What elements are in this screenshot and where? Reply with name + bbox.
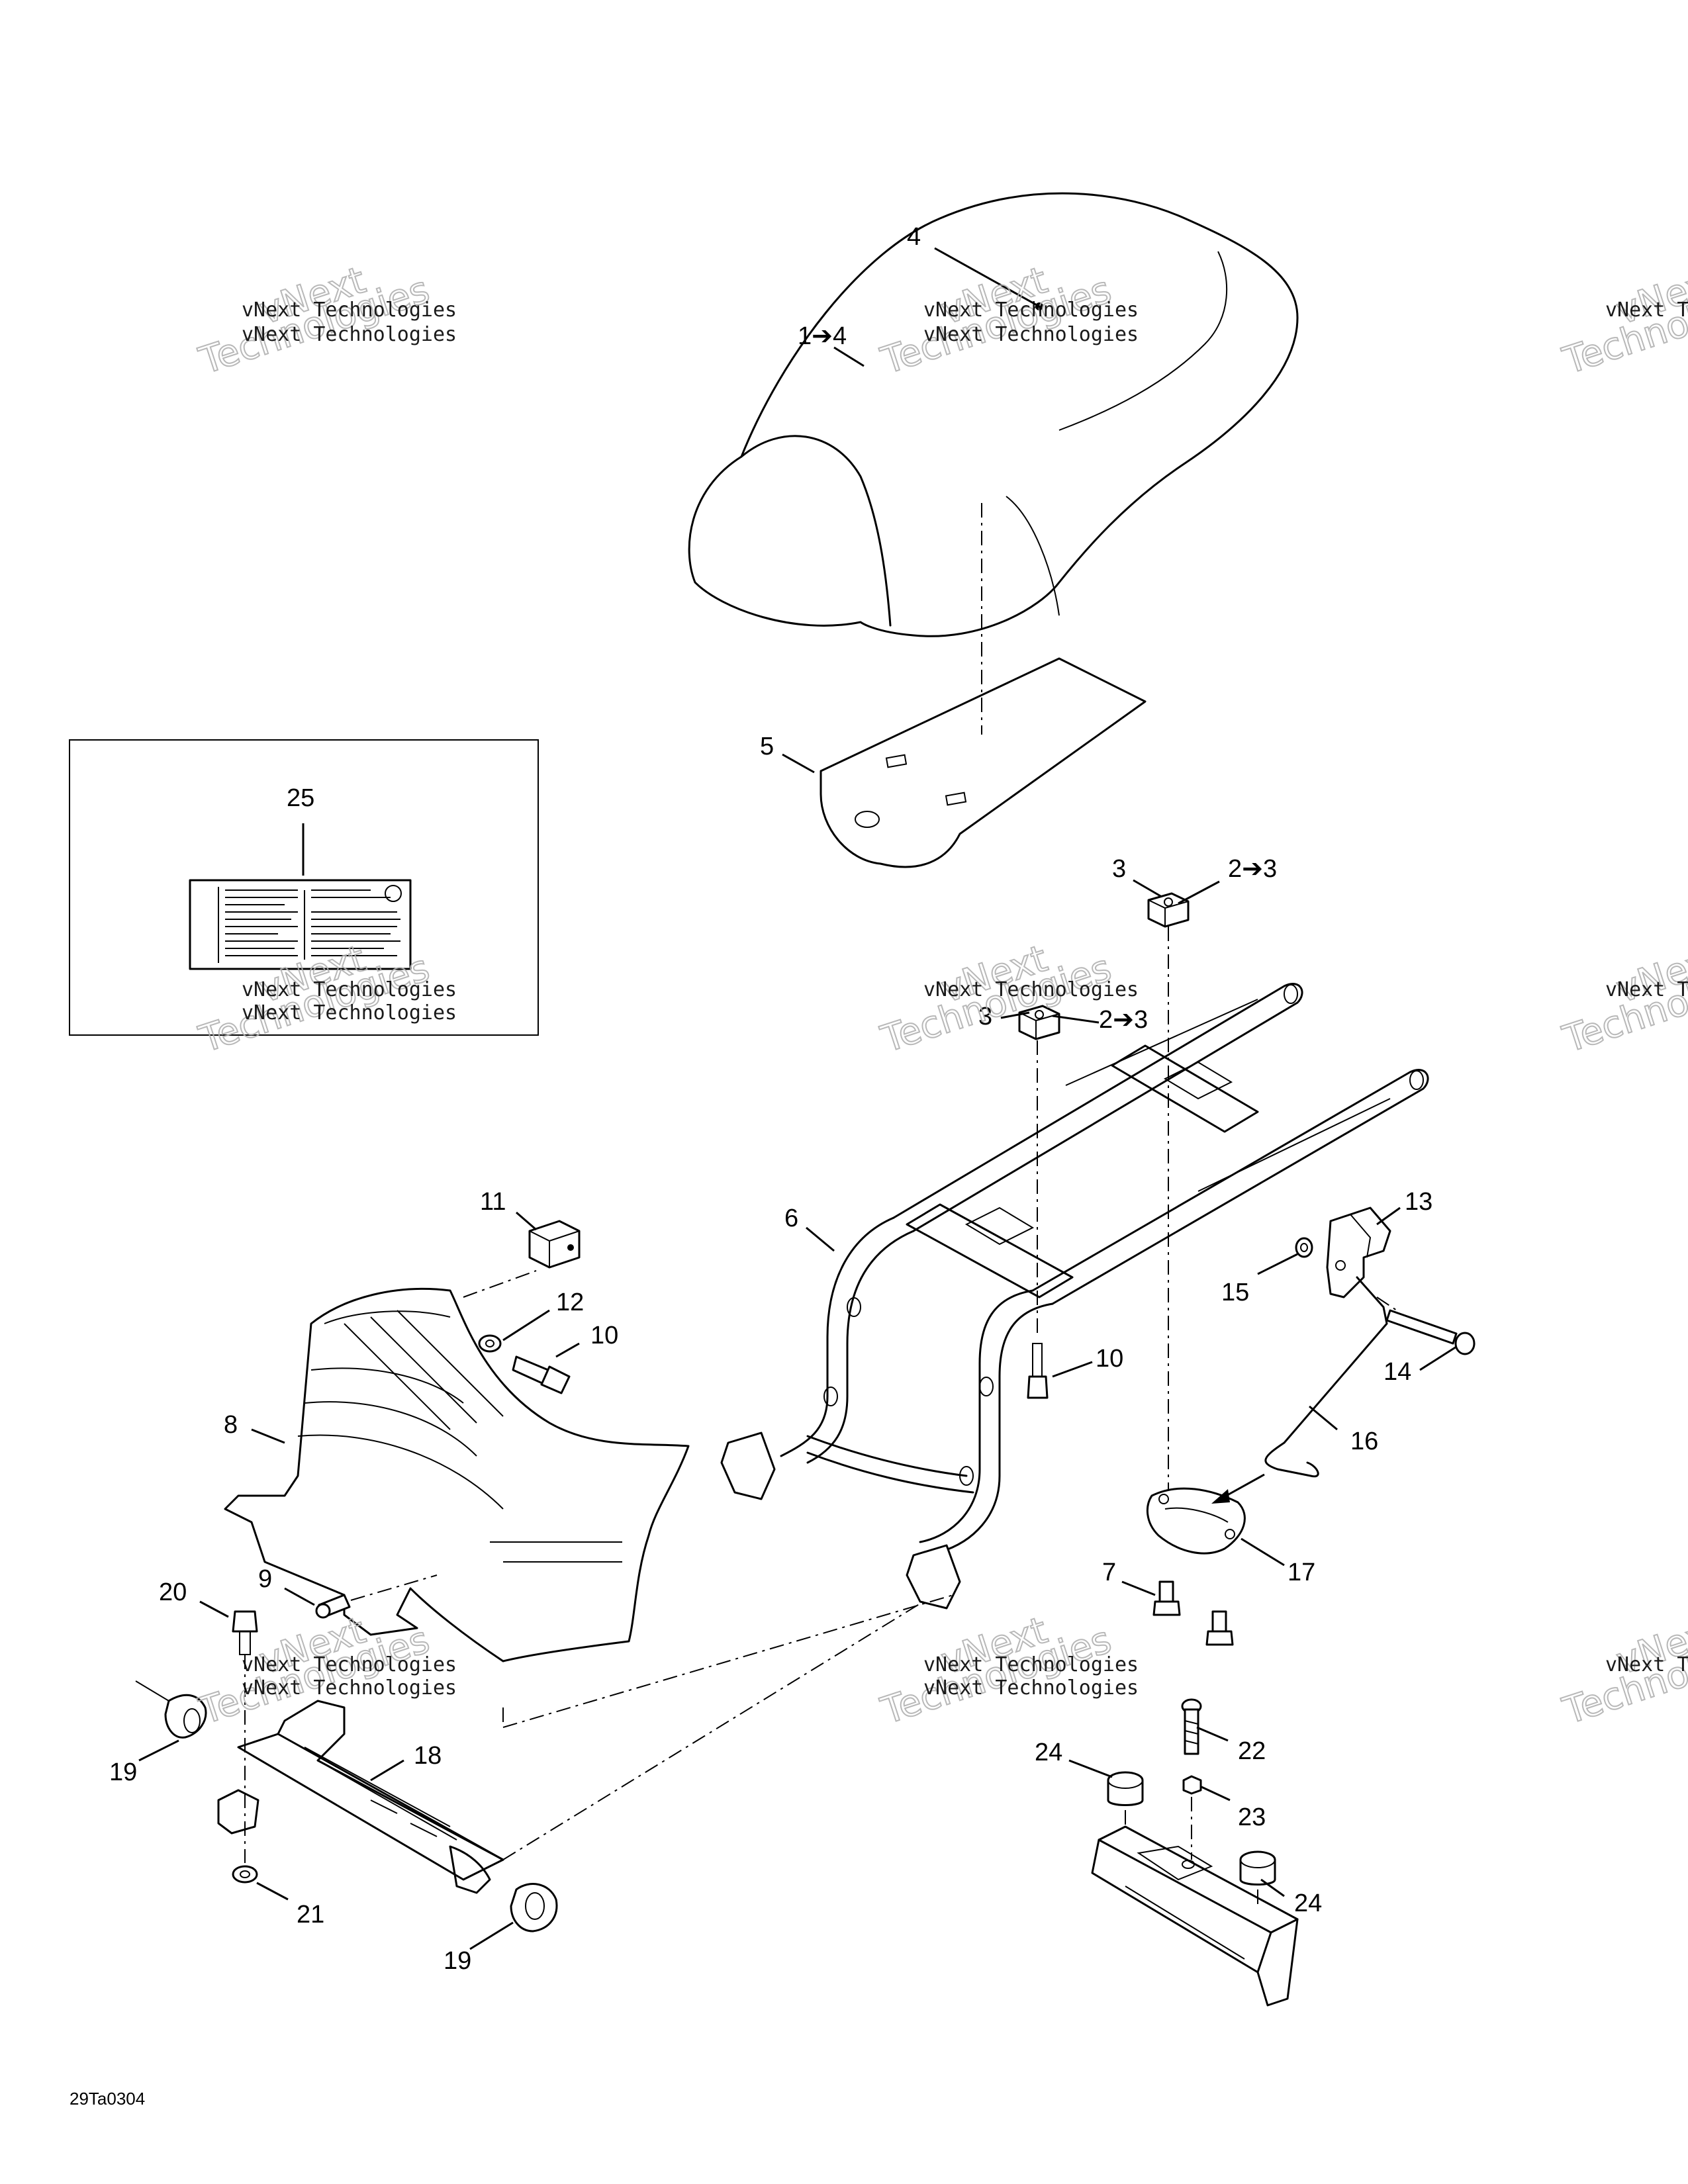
callout-8: 8 (224, 1411, 238, 1439)
callout-2-3-upper: 2➔3 (1228, 855, 1277, 883)
bolt-22 (1181, 1698, 1202, 1755)
svg-text:vNext Technologies: vNext Technologies (923, 978, 1139, 1001)
callout-24-right: 24 (1294, 1889, 1322, 1917)
seat-base-plate (820, 657, 1147, 868)
callout-22: 22 (1238, 1737, 1266, 1765)
svg-text:vNext Technologies: vNext Technologies (1605, 1653, 1688, 1676)
svg-text:vNext Technologies: vNext Technologies (242, 1653, 457, 1676)
callout-15: 15 (1221, 1279, 1249, 1306)
latch-13 (1326, 1206, 1391, 1298)
washer-12 (478, 1334, 502, 1353)
bushing-19-left (164, 1694, 207, 1739)
callout-7: 7 (1102, 1559, 1116, 1586)
bolts-7 (1152, 1580, 1234, 1646)
callout-numbers: 1➔4 4 5 25 3 2➔3 3 2➔3 6 11 12 10 10 8 1… (109, 223, 1432, 1975)
bolt-10-frame (1027, 1343, 1049, 1399)
watermark-1: vNext Technologies vNext Technologies vN… (193, 258, 457, 384)
callout-9: 9 (258, 1565, 272, 1593)
watermark-9: vNext Technologies vNext Technologies (1557, 1608, 1688, 1734)
callout-19-left: 19 (109, 1758, 137, 1786)
callout-14: 14 (1383, 1358, 1411, 1386)
callout-5: 5 (760, 733, 774, 760)
nut-21 (232, 1865, 258, 1884)
callout-17: 17 (1288, 1559, 1315, 1586)
rubber-pad-24-left (1107, 1771, 1144, 1806)
callout-23: 23 (1238, 1803, 1266, 1831)
rear-cowl (224, 1287, 690, 1662)
bushing-19-right (510, 1883, 558, 1933)
callout-24-left: 24 (1035, 1739, 1062, 1766)
bolt-20 (232, 1610, 258, 1655)
spacer-upper (1147, 892, 1190, 928)
callout-13: 13 (1405, 1188, 1432, 1216)
svg-text:vNext Technologies: vNext Technologies (242, 978, 457, 1001)
callout-19-right: 19 (444, 1947, 471, 1975)
rail-bracket-18 (237, 1700, 504, 1894)
svg-text:vNext Technologies: vNext Technologies (242, 1676, 457, 1700)
callout-2-3-lower: 2➔3 (1099, 1006, 1148, 1034)
watermark-5: vNext Technologies vNext Technologies (875, 936, 1139, 1062)
svg-text:vNext Technologies: vNext Technologies (923, 298, 1139, 322)
latch-plate-17 (1146, 1487, 1246, 1555)
footrest-rail (1091, 1825, 1299, 2007)
svg-text:vNext Technologies: vNext Technologies (242, 323, 457, 346)
svg-text:vNext Technologies: vNext Technologies (923, 323, 1139, 346)
callout-11: 11 (480, 1188, 506, 1216)
callout-21: 21 (297, 1901, 324, 1929)
label-detail-box (69, 739, 539, 1036)
svg-text:vNext Technologies: vNext Technologies (242, 1001, 457, 1024)
screw-9 (315, 1594, 351, 1619)
leader-lines (138, 247, 1457, 1950)
callout-25: 25 (287, 784, 314, 812)
callout-16: 16 (1350, 1428, 1378, 1455)
callout-18: 18 (414, 1742, 442, 1770)
callout-3-lower: 3 (978, 1003, 992, 1030)
bolt-10-cowl (512, 1355, 571, 1394)
washer-15 (1295, 1237, 1313, 1258)
callout-1-4: 1➔4 (798, 322, 847, 350)
nut-11 (528, 1220, 581, 1269)
svg-text:vNext Technologies: vNext Technologies (923, 1676, 1139, 1700)
watermark-group: vNext Technologies vNext Technologies vN… (193, 258, 1688, 1734)
cable-16 (1264, 1276, 1388, 1478)
seat-frame (720, 983, 1429, 1610)
watermark-6: vNext Technologies vNext Technologies (1557, 936, 1688, 1062)
callout-20: 20 (159, 1578, 187, 1606)
figure-code: 29Ta0304 (70, 2089, 145, 2109)
callout-12: 12 (556, 1289, 584, 1316)
callout-3-upper: 3 (1112, 855, 1126, 883)
callout-6: 6 (784, 1205, 798, 1232)
svg-text:vNext Technologies: vNext Technologies (1605, 978, 1688, 1001)
watermark-3: vNext Technologies vNext Technologies (1557, 258, 1688, 384)
callout-4: 4 (907, 223, 921, 251)
rubber-pad-24-right (1239, 1850, 1276, 1886)
watermark-2: vNext Technologies vNext Technologies vN… (875, 258, 1139, 384)
nut-23 (1182, 1775, 1202, 1795)
svg-text:vNext Technologies: vNext Technologies (242, 298, 457, 322)
small-bracket (217, 1789, 259, 1835)
callout-10-frame: 10 (1096, 1345, 1123, 1373)
warning-label (189, 879, 412, 970)
watermark-8: vNext Technologies vNext Technologies vN… (875, 1608, 1139, 1734)
svg-text:vNext Technologies: vNext Technologies (1605, 298, 1688, 322)
spacer-lower (1018, 1005, 1060, 1040)
svg-text:vNext Technologies: vNext Technologies (923, 1653, 1139, 1676)
callout-10-cowl: 10 (590, 1322, 618, 1349)
pin-14 (1385, 1309, 1476, 1355)
